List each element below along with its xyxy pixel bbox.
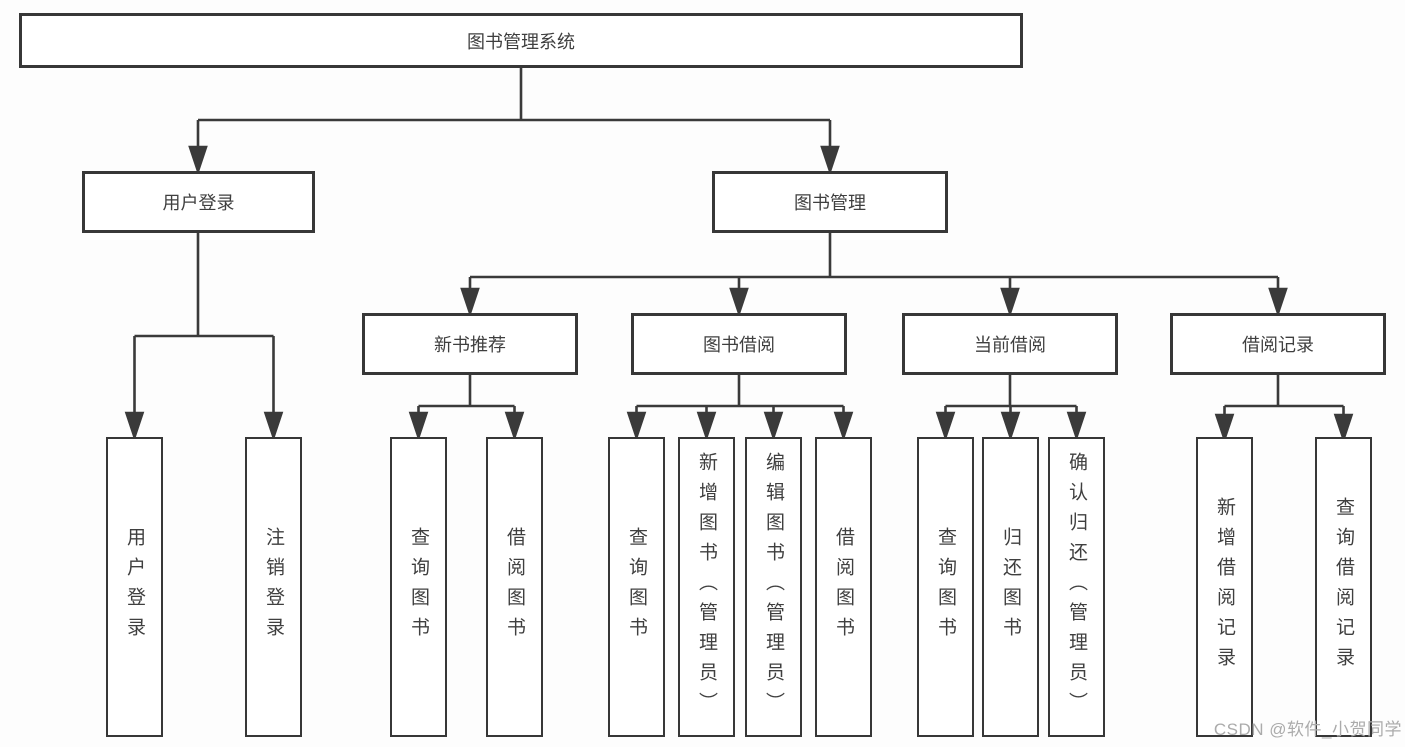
node-label: 当前借阅	[974, 335, 1046, 355]
leaf-confirm-return-admin: 确认归还（管理员）	[1048, 437, 1105, 737]
leaf-return-books: 归还图书	[982, 437, 1039, 737]
node-label: 图书管理系统	[467, 31, 575, 52]
leaf-label: 用户登录	[124, 527, 145, 647]
node-label: 图书借阅	[703, 335, 775, 355]
leaf-user-login: 用户登录	[106, 437, 163, 737]
node-label: 用户登录	[162, 193, 235, 213]
leaf-label: 查询借阅记录	[1333, 497, 1354, 677]
leaf-query-borrow-record: 查询借阅记录	[1315, 437, 1372, 737]
node-new-book-recommendation: 新书推荐	[362, 313, 578, 375]
leaf-label: 注销登录	[263, 527, 284, 647]
leaf-label: 归还图书	[1000, 527, 1021, 647]
leaf-add-borrow-record: 新增借阅记录	[1196, 437, 1253, 737]
leaf-edit-books-admin: 编辑图书（管理员）	[745, 437, 802, 737]
node-borrowing-records: 借阅记录	[1170, 313, 1386, 375]
node-current-borrowing: 当前借阅	[902, 313, 1118, 375]
leaf-borrow-books: 借阅图书	[486, 437, 543, 737]
leaf-add-books-admin: 新增图书（管理员）	[678, 437, 735, 737]
leaf-label: 查询图书	[935, 527, 956, 647]
node-book-management: 图书管理	[712, 171, 948, 233]
leaf-label: 借阅图书	[504, 527, 525, 647]
node-library-management-system: 图书管理系统	[19, 13, 1023, 68]
node-label: 图书管理	[794, 193, 866, 213]
leaf-label: 新增借阅记录	[1214, 497, 1235, 677]
leaf-label: 新增图书（管理员）	[696, 452, 717, 722]
csdn-watermark: CSDN @软件_小贺同学	[1213, 720, 1402, 739]
leaf-label: 编辑图书（管理员）	[763, 452, 784, 722]
leaf-logout: 注销登录	[245, 437, 302, 737]
leaf-label: 查询图书	[626, 527, 647, 647]
leaf-query-books: 查询图书	[390, 437, 447, 737]
node-user-login: 用户登录	[82, 171, 315, 233]
leaf-label: 借阅图书	[833, 527, 854, 647]
node-book-borrowing: 图书借阅	[631, 313, 847, 375]
leaf-query-books: 查询图书	[917, 437, 974, 737]
node-label: 新书推荐	[434, 335, 506, 355]
leaf-label: 确认归还（管理员）	[1066, 452, 1087, 722]
leaf-label: 查询图书	[408, 527, 429, 647]
node-label: 借阅记录	[1242, 335, 1314, 355]
leaf-borrow-books: 借阅图书	[815, 437, 872, 737]
leaf-query-books: 查询图书	[608, 437, 665, 737]
